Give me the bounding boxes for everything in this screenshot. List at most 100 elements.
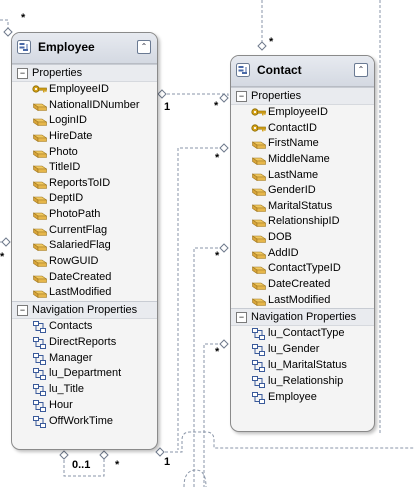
property-row[interactable]: EmployeeID xyxy=(231,105,374,121)
multiplicity-label: * xyxy=(214,100,219,112)
navigation-property-row[interactable]: Employee xyxy=(231,390,374,406)
property-name: EmployeeID xyxy=(268,106,328,118)
property-row[interactable]: ContactID xyxy=(231,121,374,137)
property-name: CurrentFlag xyxy=(49,223,108,236)
connector-end-diamond xyxy=(219,339,229,349)
property-name: MiddleName xyxy=(268,152,330,165)
entity-header[interactable]: Contact ⌃ xyxy=(231,56,374,87)
navigation-property-name: lu_Gender xyxy=(268,343,320,356)
multiplicity-label: * xyxy=(215,152,220,164)
navigation-property-name: lu_Department xyxy=(49,367,122,380)
multiplicity-label: 1 xyxy=(164,456,171,468)
property-row[interactable]: LastName xyxy=(231,168,374,184)
collapse-toggle-icon[interactable]: − xyxy=(17,304,28,316)
entity-header[interactable]: Employee ⌃ xyxy=(12,33,157,64)
navigation-property-row[interactable]: lu_Relationship xyxy=(231,374,374,390)
property-row[interactable]: LastModified xyxy=(231,293,374,309)
section-label: Properties xyxy=(32,67,83,79)
navigation-property-row[interactable]: lu_ContactType xyxy=(231,326,374,342)
navigation-property-name: lu_ContactType xyxy=(268,327,345,340)
collapse-toggle-icon[interactable]: − xyxy=(236,91,247,102)
navigation-section-header[interactable]: − Navigation Properties xyxy=(12,300,157,319)
contact-entity[interactable]: Contact ⌃ − Properties EmployeeID Contact… xyxy=(230,55,375,432)
property-row[interactable]: EmployeeID xyxy=(12,82,157,98)
property-row[interactable]: Photo xyxy=(12,145,157,161)
navigation-property-name: Contacts xyxy=(49,319,93,332)
navigation-property-icon xyxy=(252,391,265,404)
property-row[interactable]: PhotoPath xyxy=(12,207,157,223)
property-icon xyxy=(32,132,48,142)
navigation-property-icon xyxy=(33,384,46,397)
property-row[interactable]: SalariedFlag xyxy=(12,238,157,254)
property-row[interactable]: LastModified xyxy=(12,285,157,301)
property-row[interactable]: MiddleName xyxy=(231,152,374,168)
collapse-icon[interactable]: ⌃ xyxy=(137,40,151,54)
property-row[interactable]: CurrentFlag xyxy=(12,223,157,239)
connector-end-diamond xyxy=(1,237,11,247)
property-row[interactable]: TitleID xyxy=(12,160,157,176)
navigation-property-icon xyxy=(252,375,265,388)
property-name: DeptID xyxy=(49,192,84,205)
property-row[interactable]: DateCreated xyxy=(231,277,374,293)
navigation-property-row[interactable]: Hour xyxy=(12,398,157,414)
property-row[interactable]: ReportsToID xyxy=(12,176,157,192)
property-row[interactable]: GenderID xyxy=(231,183,374,199)
property-name: DateCreated xyxy=(49,270,112,283)
connector-end-diamond xyxy=(157,89,167,99)
navigation-section-header[interactable]: − Navigation Properties xyxy=(231,308,374,327)
connector-contact-left-2 xyxy=(193,247,228,487)
property-row[interactable]: RowGUID xyxy=(12,254,157,270)
navigation-property-row[interactable]: Contacts xyxy=(12,319,157,335)
property-row[interactable]: HireDate xyxy=(12,129,157,145)
section-label: Properties xyxy=(251,90,302,102)
navigation-property-row[interactable]: OffWorkTime xyxy=(12,414,157,430)
navigation-property-row[interactable]: DirectReports xyxy=(12,335,157,351)
connector-end-diamond xyxy=(99,450,109,460)
property-row[interactable]: LoginID xyxy=(12,113,157,129)
property-name: Photo xyxy=(49,145,78,158)
employee-entity[interactable]: Employee ⌃ − Properties EmployeeID Nation… xyxy=(11,32,158,450)
property-icon xyxy=(251,233,267,244)
property-name: LoginID xyxy=(49,114,87,127)
navigation-property-name: Manager xyxy=(49,351,93,364)
navigation-property-row[interactable]: lu_Department xyxy=(12,366,157,382)
properties-section-header[interactable]: − Properties xyxy=(12,64,157,82)
property-row[interactable]: DeptID xyxy=(12,191,157,207)
property-row[interactable]: DOB xyxy=(231,230,374,246)
property-row[interactable]: MaritalStatus xyxy=(231,199,374,215)
collapse-toggle-icon[interactable]: − xyxy=(236,312,247,324)
property-icon xyxy=(251,217,267,228)
connector-contact-left-3 xyxy=(203,343,228,487)
property-name: RelationshipID xyxy=(268,215,340,228)
collapse-icon[interactable]: ⌃ xyxy=(354,63,368,77)
property-name: PhotoPath xyxy=(49,208,101,221)
property-icon xyxy=(251,139,267,150)
property-name: FirstName xyxy=(268,137,319,150)
entity-title: Contact xyxy=(257,63,302,77)
navigation-property-row[interactable]: Manager xyxy=(12,351,157,367)
entity-icon xyxy=(236,63,250,77)
property-row[interactable]: NationalIDNumber xyxy=(12,98,157,114)
property-row[interactable]: DateCreated xyxy=(12,270,157,286)
property-icon xyxy=(32,288,48,299)
navigation-property-icon xyxy=(252,359,265,372)
property-icon xyxy=(32,241,48,252)
property-name: ReportsToID xyxy=(49,176,111,189)
collapse-toggle-icon[interactable]: − xyxy=(17,68,28,79)
property-icon xyxy=(251,249,267,259)
property-name: EmployeeID xyxy=(49,83,109,95)
property-name: LastName xyxy=(268,168,319,181)
property-row[interactable]: RelationshipID xyxy=(231,214,374,230)
property-row[interactable]: AddID xyxy=(231,246,374,262)
navigation-property-row[interactable]: lu_Gender xyxy=(231,342,374,358)
properties-section-header[interactable]: − Properties xyxy=(231,87,374,105)
navigation-property-row[interactable]: lu_Title xyxy=(12,382,157,398)
connector-employee-contact xyxy=(162,93,229,98)
navigation-property-row[interactable]: lu_MaritalStatus xyxy=(231,358,374,374)
connector-end-diamond xyxy=(219,243,229,253)
property-row[interactable]: FirstName xyxy=(231,136,374,152)
property-name: DOB xyxy=(268,231,292,244)
property-row[interactable]: ContactTypeID xyxy=(231,261,374,277)
entity-title: Employee xyxy=(38,40,95,54)
navigation-property-name: lu_Title xyxy=(49,383,85,396)
